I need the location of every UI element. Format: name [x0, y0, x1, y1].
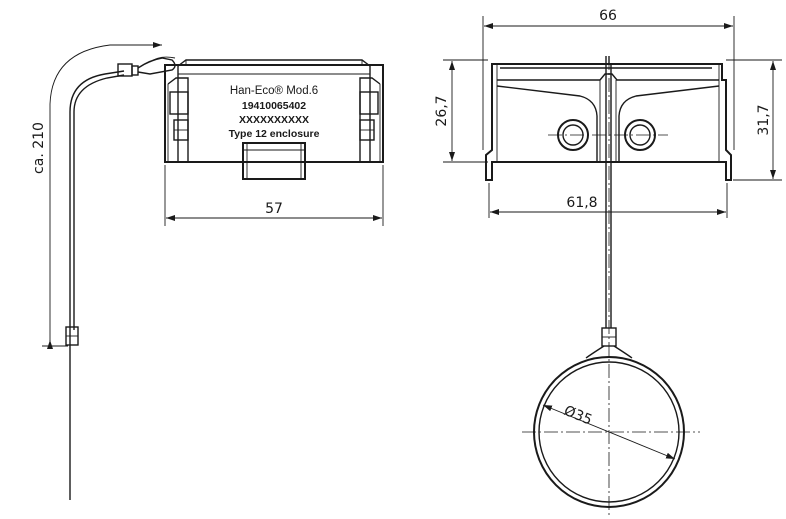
label-enclosure-type: Type 12 enclosure [229, 128, 320, 140]
label-serial: XXXXXXXXXX [239, 114, 309, 126]
dim-width-label: 57 [265, 201, 283, 217]
dim-61-8: 61,8 [488, 183, 728, 218]
cover-housing-front [164, 59, 384, 180]
cable [65, 56, 176, 500]
right-view: Ø35 66 26,7 31,7 61,8 [434, 8, 782, 518]
dim-total-height-label: 31,7 [756, 104, 772, 135]
dim-top-width-label: 66 [599, 8, 617, 24]
dim-cable-length-label: ca. 210 [31, 122, 47, 174]
dim-inner-height-label: 26,7 [434, 95, 450, 126]
left-view: Han-Eco® Mod.6 19410065402 XXXXXXXXXX Ty… [31, 42, 384, 500]
dim-210: ca. 210 [31, 42, 162, 349]
dim-base-width-label: 61,8 [566, 195, 597, 211]
dim-ring-diameter-label: Ø35 [562, 403, 595, 429]
cover-housing-side [485, 63, 732, 181]
label-product-name: Han-Eco® Mod.6 [230, 85, 318, 97]
dim-26-7: 26,7 [434, 59, 488, 163]
dim-57: 57 [164, 165, 384, 226]
dim-66: 66 [482, 8, 735, 150]
dim-31-7: 31,7 [726, 59, 782, 181]
label-part-number: 19410065402 [242, 100, 306, 112]
